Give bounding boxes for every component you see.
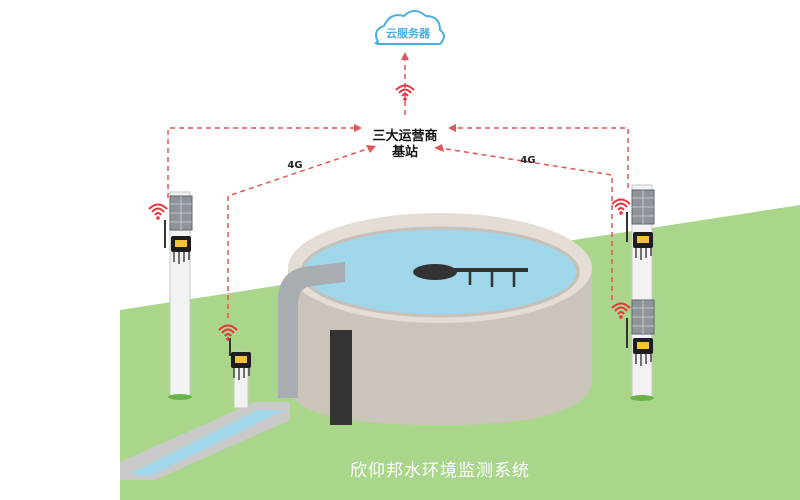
sedimentation-tank: [288, 213, 592, 425]
canal-water: [130, 410, 284, 476]
solar-panel-icon: [631, 189, 655, 225]
link-label-right: 4G: [520, 155, 535, 166]
solar-panel-icon: [169, 195, 193, 231]
base-station-line2: 基站: [391, 144, 418, 160]
solar-panel-icon: [631, 299, 655, 335]
cloud-icon: [374, 10, 445, 45]
inlet-pipe: [278, 262, 345, 398]
wifi-signal-icon: [148, 203, 168, 221]
cloud-label: 云服务器: [386, 26, 431, 40]
system-title: 欣仰邦水环境监测系统: [350, 461, 530, 481]
base-station-line1: 三大运营商: [372, 128, 437, 144]
monitoring-station-canal: [218, 324, 252, 409]
monitoring-station-right: [611, 184, 655, 401]
monitoring-station-left: [148, 191, 193, 400]
link-arrowheads: [354, 52, 456, 153]
link-label-left: 4G: [287, 160, 302, 171]
